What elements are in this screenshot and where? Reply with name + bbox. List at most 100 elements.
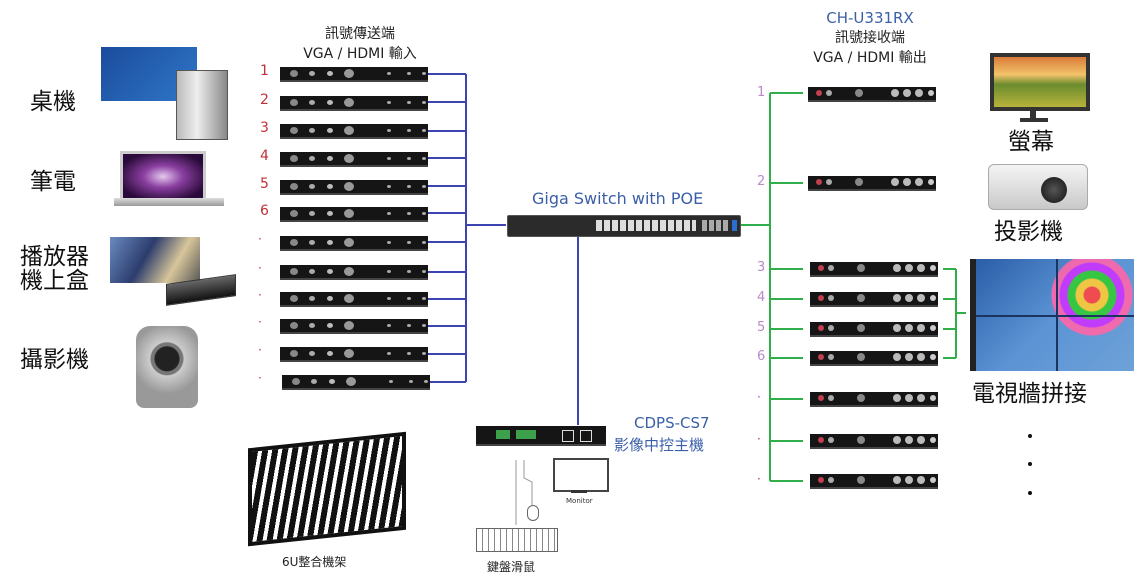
wall-seam-v [1056,259,1058,371]
transmitter-device [280,236,428,251]
rx-number: · [757,432,761,446]
source-laptop: 筆電 [30,170,76,194]
receiver-device [808,176,936,191]
receiver-device [808,87,936,102]
cdps-controller [476,426,606,446]
transmitter-device [280,180,428,195]
switch-label: Giga Switch with POE [532,189,704,208]
monitor-stand-icon [571,490,587,493]
receiver-device [810,322,938,337]
rack-chassis-icon [248,431,406,547]
rj45-port-icon [580,430,592,442]
receiver-device [810,434,938,449]
rx-header: CH-U331RX 訊號接收端 VGA / HDMI 輸出 [770,8,970,68]
monitor-stand-icon [1030,110,1036,120]
tx-number: 4 [260,148,269,164]
switch-console-port [732,220,737,231]
monitor-caption: Monitor [566,497,593,505]
rack-label: 6U整合機架 [282,555,347,569]
transmitter-device [280,152,428,167]
transmitter-device [280,96,428,111]
terminal-block-icon [496,430,510,439]
rx-number: 6 [757,349,766,364]
tx-number: · [258,315,262,329]
keyboard-icon [476,528,558,552]
tx-header: 訊號傳送端 VGA / HDMI 輸入 [250,24,470,64]
terminal-block-icon [516,430,536,439]
rx-number: 2 [757,174,766,189]
transmitter-device [280,347,428,362]
balloons-image [1026,259,1134,349]
receiver-device [810,392,938,407]
tx-number: 2 [260,92,269,108]
transmitter-device [282,375,430,390]
rx-number: 1 [757,85,766,100]
receiver-device [810,292,938,307]
tx-number: 5 [260,176,269,192]
more-bullet [1028,434,1032,438]
source-label-camera: 攝影機 [20,347,89,373]
controller-model: CDPS-CS7 [634,414,710,432]
rx-model: CH-U331RX [826,9,914,27]
receiver-device [810,262,938,277]
tx-bus [425,73,579,425]
switch-rj45-ports [596,220,696,231]
source-label-laptop: 筆電 [30,169,76,195]
source-desktop: 桌機 [30,90,76,114]
display-label-monitor: 螢幕 [1008,129,1054,155]
peripheral-cables [515,460,533,525]
transmitter-device [280,265,428,280]
source-label-settop: 機上盒 [20,268,89,294]
monitor-base-icon [1020,118,1048,122]
transmitter-device [280,319,428,334]
monitor-outline-icon [553,458,609,492]
tx-number: 3 [260,120,269,136]
projector-icon [988,164,1088,210]
receiver-device [810,474,938,489]
media-player-settop-box-icon [110,237,200,283]
controller-name: 影像中控主機 [614,436,705,454]
mouse-icon [527,505,539,521]
rx-number: · [757,472,761,486]
laptop-base-icon [114,198,224,206]
more-bullet [1028,462,1032,466]
source-label-desktop: 桌機 [30,89,76,115]
projector-lens-icon [1041,177,1067,203]
rj45-port-icon [562,430,574,442]
switch-sfp-ports [702,220,728,231]
video-wall-icon [970,259,1134,371]
tx-title-line2: VGA / HDMI 輸入 [303,46,417,62]
rx-number: 4 [757,290,766,305]
transmitter-device [280,207,428,222]
rx-number: 5 [757,320,766,335]
rx-number: 3 [757,260,766,275]
rx-title-line1: 訊號接收端 [835,30,905,46]
display-label-video-wall: 電視牆拼接 [972,381,1087,407]
tx-number: 6 [260,203,269,219]
transmitter-device [280,292,428,307]
source-label-player: 播放器 [20,244,89,270]
ptz-camera-icon [136,326,198,408]
rx-bus [740,92,966,482]
transmitter-device [280,67,428,82]
wall-seam-h [976,315,1134,317]
source-camera: 攝影機 [20,348,89,372]
rx-title-line2: VGA / HDMI 輸出 [813,50,927,66]
tx-number: · [258,261,262,275]
tx-number: · [258,343,262,357]
source-player: 播放器 機上盒 [20,245,89,293]
tx-number: · [258,288,262,302]
more-bullet [1028,491,1032,495]
tx-number: · [258,232,262,246]
receiver-device [810,351,938,366]
poe-switch [507,215,741,237]
monitor-display-icon [990,53,1090,111]
pc-tower-icon [176,70,228,140]
kbd-mouse-label: 鍵盤滑鼠 [487,560,536,574]
rx-number: · [757,390,761,404]
transmitter-device [280,124,428,139]
tx-title-line1: 訊號傳送端 [325,26,395,42]
tx-number: · [258,371,262,385]
tx-number: 1 [260,63,269,79]
